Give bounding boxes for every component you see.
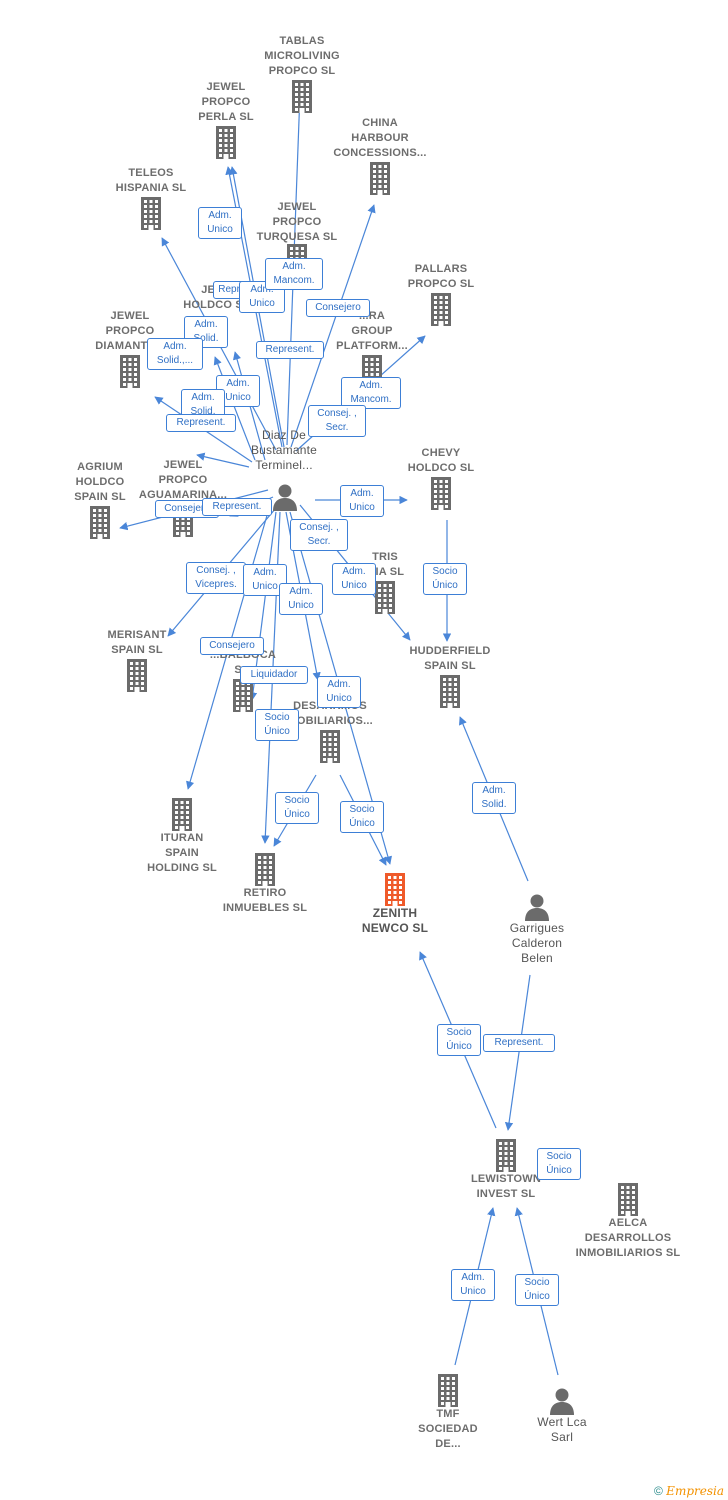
company-node[interactable]: LEWISTOWN INVEST SL — [446, 1138, 566, 1202]
person-icon — [477, 893, 597, 921]
relation-label[interactable]: Adm. Solid.,... — [147, 338, 203, 370]
relation-label[interactable]: Consej. , Secr. — [308, 405, 366, 437]
building-icon — [335, 872, 455, 906]
relation-edge — [504, 974, 531, 1131]
building-icon — [70, 354, 190, 388]
building-icon — [381, 476, 501, 510]
relation-label[interactable]: Socio Único — [537, 1148, 581, 1180]
person-name: Garrigues Calderon Belen — [509, 921, 565, 965]
company-name: TMF SOCIEDAD DE... — [418, 1408, 478, 1450]
person-node[interactable]: Garrigues Calderon Belen — [477, 893, 597, 966]
relation-label[interactable]: Adm. Solid. — [472, 782, 516, 814]
company-node[interactable]: CHEVY HOLDCO SL — [381, 446, 501, 510]
building-icon — [320, 161, 440, 195]
company-name: AGRIUM HOLDCO SPAIN SL — [74, 461, 126, 503]
relation-edge — [290, 204, 376, 448]
company-name: JEWEL PROPCO PERLA SL — [198, 81, 254, 123]
relation-label[interactable]: Socio Único — [437, 1024, 481, 1056]
relation-label[interactable]: Adm. Mancom. — [265, 258, 323, 290]
person-name: Wert Lca Sarl — [537, 1415, 587, 1444]
relation-label[interactable]: Represent. — [483, 1034, 555, 1052]
relation-label[interactable]: Represent. — [166, 414, 236, 432]
building-icon — [568, 1182, 688, 1216]
company-name: CHEVY HOLDCO SL — [407, 447, 475, 474]
company-node[interactable]: AELCA DESARROLLOS INMOBILIARIOS SL — [568, 1182, 688, 1261]
building-icon — [390, 674, 510, 708]
building-icon — [446, 1138, 566, 1172]
company-name: AELCA DESARROLLOS INMOBILIARIOS SL — [575, 1217, 681, 1259]
brand-logo-text: mpresia — [674, 1484, 724, 1498]
person-name: Diaz De Bustamante Terminel... — [250, 428, 318, 472]
company-name: ITURAN SPAIN HOLDING SL — [147, 832, 217, 874]
relation-label[interactable]: Consejero — [306, 299, 370, 317]
company-node[interactable]: NU... DESARR...OS ...OBILIARIOS... — [270, 684, 390, 763]
relation-label[interactable]: Adm. Unico — [340, 485, 384, 517]
building-icon — [166, 125, 286, 159]
relation-label[interactable]: Liquidador — [240, 666, 308, 684]
brand-logo-initial: E — [666, 1484, 675, 1498]
person-icon — [271, 483, 299, 511]
relation-label[interactable]: Adm. Unico — [198, 207, 242, 239]
person-node[interactable]: Diaz De Bustamante Terminel... — [224, 428, 344, 473]
building-icon — [381, 292, 501, 326]
person-icon — [502, 1387, 622, 1415]
company-node[interactable]: JEWEL PROPCO PERLA SL — [166, 80, 286, 159]
company-node[interactable]: AGRIUM HOLDCO SPAIN SL — [40, 460, 160, 539]
company-node[interactable]: HUDDERFIELD SPAIN SL — [390, 644, 510, 708]
building-icon — [91, 196, 211, 230]
relation-label[interactable]: Adm. Unico — [332, 563, 376, 595]
building-icon — [270, 729, 390, 763]
building-icon — [205, 852, 325, 886]
company-node[interactable]: TMF SOCIEDAD DE... — [388, 1373, 508, 1452]
relation-label[interactable]: Adm. Unico — [317, 676, 361, 708]
company-name: TABLAS MICROLIVING PROPCO SL — [264, 35, 340, 77]
company-node[interactable]: PALLARS PROPCO SL — [381, 262, 501, 326]
building-icon — [242, 79, 362, 113]
relation-label[interactable]: Consej. , Vicepres. — [186, 562, 246, 594]
company-name: CHINA HARBOUR CONCESSIONS... — [333, 117, 427, 159]
company-name: LEWISTOWN INVEST SL — [470, 1173, 542, 1200]
company-name: RETIRO INMUEBLES SL — [222, 887, 308, 914]
relation-edge — [196, 452, 250, 468]
person-node[interactable]: Wert Lca Sarl — [502, 1387, 622, 1445]
company-node[interactable]: ITURAN SPAIN HOLDING SL — [122, 797, 242, 876]
company-node[interactable]: TRIS ...IA SL — [325, 550, 445, 614]
company-name: MERISANT SPAIN SL — [107, 629, 167, 656]
relation-label[interactable]: Adm. Unico — [279, 583, 323, 615]
company-node[interactable]: TABLAS MICROLIVING PROPCO SL — [242, 34, 362, 113]
relation-label[interactable]: Socio Único — [515, 1274, 559, 1306]
relation-label[interactable]: Socio Único — [340, 801, 384, 833]
focus-company-node[interactable]: ZENITH NEWCO SL — [335, 872, 455, 936]
relation-label[interactable]: Socio Único — [255, 709, 299, 741]
relation-label[interactable]: Represent. — [202, 498, 272, 516]
company-node[interactable]: MERISANT SPAIN SL — [77, 628, 197, 692]
company-name: JEWEL PROPCO TURQUESA SL — [256, 201, 338, 243]
relation-label[interactable]: Adm. Unico — [451, 1269, 495, 1301]
company-name: PALLARS PROPCO SL — [407, 263, 475, 290]
company-name: HUDDERFIELD SPAIN SL — [409, 645, 491, 672]
footer-brand: © Empresia — [654, 1484, 724, 1498]
company-node[interactable]: JEWEL PROPCO DIAMANTE... — [70, 309, 190, 388]
company-name: TELEOS HISPANIA SL — [115, 167, 187, 194]
relation-label[interactable]: Socio Único — [423, 563, 467, 595]
building-icon — [77, 658, 197, 692]
building-icon — [388, 1373, 508, 1407]
company-name: JEWEL PROPCO DIAMANTE... — [95, 310, 165, 352]
relation-label[interactable]: Consej. , Secr. — [290, 519, 348, 551]
company-node[interactable]: RETIRO INMUEBLES SL — [205, 852, 325, 916]
building-icon — [183, 678, 303, 712]
building-icon — [325, 580, 445, 614]
relation-label[interactable]: Adm. Mancom. — [341, 377, 401, 409]
relation-label[interactable]: Consejero — [200, 637, 264, 655]
company-name: ZENITH NEWCO SL — [361, 906, 429, 935]
relation-edge — [213, 356, 256, 461]
copyright-symbol: © — [653, 1484, 663, 1498]
building-icon — [40, 505, 160, 539]
relation-label[interactable]: Socio Único — [275, 792, 319, 824]
company-node[interactable]: TELEOS HISPANIA SL — [91, 166, 211, 230]
building-icon — [122, 797, 242, 831]
relation-label[interactable]: Represent. — [256, 341, 324, 359]
company-node[interactable]: CHINA HARBOUR CONCESSIONS... — [320, 116, 440, 195]
